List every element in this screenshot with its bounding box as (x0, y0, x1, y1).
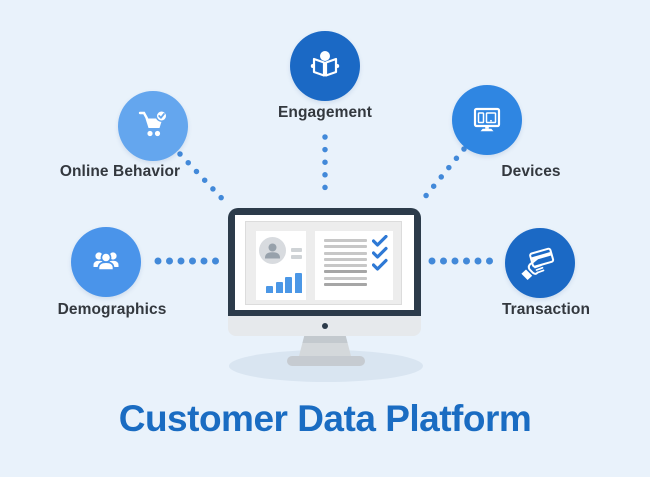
monitor-stand-neck (299, 336, 351, 356)
list-line (324, 251, 367, 255)
devices-monitor-icon (452, 85, 522, 155)
people-group-icon (71, 227, 141, 297)
connector-online-behavior (177, 151, 232, 209)
list-line (324, 245, 367, 249)
connector-devices (417, 146, 467, 206)
list-line (324, 283, 367, 287)
profile-card (256, 231, 306, 300)
profile-text-line (291, 255, 302, 259)
list-line (324, 264, 367, 268)
monitor-stand-base (287, 356, 365, 366)
mini-bar (285, 277, 292, 293)
checkmark-icon (372, 235, 388, 271)
mini-bar (294, 273, 302, 293)
checklist-lines (324, 239, 367, 287)
dashboard-panel (245, 221, 402, 305)
node-label-transaction: Transaction (501, 301, 591, 318)
node-label-devices: Devices (501, 163, 561, 180)
checklist-card (315, 231, 393, 300)
monitor-screen (235, 215, 414, 310)
page-title: Customer Data Platform (118, 398, 532, 439)
list-line (324, 239, 367, 242)
profile-text-line (291, 248, 302, 252)
hand-card-icon (505, 228, 575, 298)
list-line (324, 257, 367, 261)
monitor-chin (228, 316, 421, 336)
camera-dot (321, 323, 328, 329)
cart-check-icon (118, 91, 188, 161)
book-reader-icon (290, 31, 360, 101)
node-label-engagement: Engagement (277, 104, 372, 121)
mini-bar (266, 286, 273, 293)
node-label-demographics: Demographics (57, 301, 167, 318)
list-line (324, 276, 367, 280)
node-label-online-behavior: Online Behavior (59, 163, 181, 180)
mini-bar-chart (266, 273, 302, 293)
mini-bar (275, 282, 283, 293)
avatar (259, 237, 286, 264)
list-line (324, 270, 367, 274)
